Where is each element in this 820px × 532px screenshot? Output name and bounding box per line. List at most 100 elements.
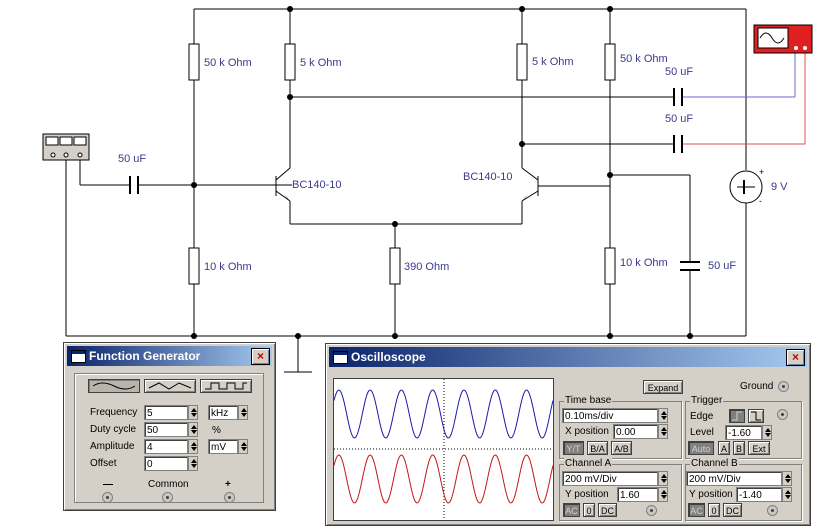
plus-terminal-label: + <box>225 479 231 490</box>
square-wave-button[interactable] <box>200 379 252 393</box>
function-generator-window: Function Generator × Frequency 5 kHz Dut… <box>63 342 276 511</box>
timebase-input[interactable]: 0.10ms/div <box>562 408 658 423</box>
falling-edge-icon <box>751 411 761 421</box>
duty-cycle-spinner[interactable] <box>188 422 198 437</box>
trigger-b-button[interactable]: B <box>733 441 745 455</box>
channel-a-terminal[interactable] <box>646 505 657 516</box>
trigger-level-input[interactable]: -1.60 <box>725 425 762 440</box>
trigger-terminal[interactable] <box>777 409 788 420</box>
r2-label: 5 k Ohm <box>300 57 342 69</box>
duty-cycle-unit: % <box>212 425 221 436</box>
amplitude-label: Amplitude <box>90 441 135 452</box>
sine-wave-button[interactable] <box>88 379 140 393</box>
svg-text:+: + <box>759 167 764 177</box>
expand-button[interactable]: Expand <box>643 380 683 394</box>
amplitude-unit-select[interactable]: mV <box>208 439 238 454</box>
c-e-label: 50 uF <box>708 260 737 272</box>
channel-a-trace <box>333 389 554 439</box>
scope-screen <box>333 378 554 521</box>
channel-a-scale-spinner[interactable] <box>658 471 668 486</box>
c-in-label: 50 uF <box>118 153 147 165</box>
frequency-unit-spinner[interactable] <box>238 405 248 420</box>
ground-terminal[interactable] <box>778 381 789 392</box>
x-position-input[interactable]: 0.00 <box>613 424 658 439</box>
q1-label: BC140-10 <box>292 179 342 191</box>
channel-b-scale-spinner[interactable] <box>782 471 792 486</box>
falling-edge-button[interactable] <box>748 409 764 423</box>
channel-a-ypos-spinner[interactable] <box>658 487 668 502</box>
duty-cycle-label: Duty cycle <box>90 424 137 435</box>
oscilloscope-window: Oscilloscope × Expand Ground Time base 0… <box>325 343 811 526</box>
amplitude-input[interactable]: 4 <box>144 439 188 454</box>
channel-a-ypos-label: Y position <box>565 489 609 500</box>
frequency-label: Frequency <box>90 407 138 418</box>
c-out-b-label: 50 uF <box>665 113 694 125</box>
close-button[interactable]: × <box>786 349 805 366</box>
frequency-unit-select[interactable]: kHz <box>208 405 238 420</box>
oscilloscope-titlebar[interactable]: Oscilloscope × <box>329 347 807 367</box>
rising-edge-button[interactable] <box>729 409 745 423</box>
yt-mode-button[interactable]: Y/T <box>563 441 584 455</box>
frequency-spinner[interactable] <box>188 405 198 420</box>
timebase-spinner[interactable] <box>658 408 668 423</box>
c-out-a-label: 50 uF <box>665 66 694 78</box>
channel-b-ypos-spinner[interactable] <box>782 487 792 502</box>
channel-b-section: Channel B <box>685 458 802 521</box>
channel-a-scale-input[interactable]: 200 mV/Div <box>562 471 658 486</box>
ground-label: Ground <box>740 381 774 392</box>
trigger-level-spinner[interactable] <box>762 425 772 440</box>
sine-icon <box>92 382 136 390</box>
r3-label: 5 k Ohm <box>532 56 574 68</box>
trigger-a-button[interactable]: A <box>718 441 730 455</box>
duty-cycle-input[interactable]: 50 <box>144 422 188 437</box>
triangle-icon <box>148 382 192 390</box>
triangle-wave-button[interactable] <box>144 379 196 393</box>
vsource-label: 9 V <box>771 181 788 193</box>
trigger-section: Trigger <box>685 395 802 459</box>
channel-a-zero-button[interactable]: 0 <box>583 503 595 517</box>
auto-trigger-button[interactable]: Auto <box>688 441 714 455</box>
r7-label: 10 k Ohm <box>620 257 668 269</box>
channel-a-dc-button[interactable]: DC <box>598 503 617 517</box>
channel-b-ypos-label: Y position <box>689 489 733 500</box>
ab-mode-button[interactable]: A/B <box>611 441 632 455</box>
frequency-input[interactable]: 5 <box>144 405 188 420</box>
channel-b-ac-button[interactable]: AC <box>688 503 705 517</box>
common-terminal[interactable] <box>162 492 173 503</box>
amplitude-unit-spinner[interactable] <box>238 439 248 454</box>
q2-label: BC140-10 <box>463 171 513 183</box>
r5-label: 10 k Ohm <box>204 261 252 273</box>
x-position-spinner[interactable] <box>658 424 668 439</box>
channel-a-title: Channel A <box>564 458 613 469</box>
trigger-ext-button[interactable]: Ext <box>748 441 770 455</box>
channel-a-ac-button[interactable]: AC <box>563 503 580 517</box>
channel-b-terminal[interactable] <box>767 505 778 516</box>
close-button[interactable]: × <box>251 348 270 365</box>
offset-spinner[interactable] <box>188 456 198 471</box>
minus-terminal-label: — <box>103 479 113 490</box>
plus-terminal[interactable] <box>224 492 235 503</box>
timebase-title: Time base <box>564 395 613 406</box>
offset-input[interactable]: 0 <box>144 456 188 471</box>
svg-text:-: - <box>759 196 762 206</box>
channel-b-ypos-input[interactable]: -1.40 <box>736 487 782 502</box>
edge-label: Edge <box>690 411 714 422</box>
amplitude-spinner[interactable] <box>188 439 198 454</box>
minus-terminal[interactable] <box>102 492 113 503</box>
square-icon <box>205 382 247 390</box>
trigger-title: Trigger <box>690 395 724 406</box>
channel-a-ypos-input[interactable]: 1.60 <box>617 487 658 502</box>
rising-edge-icon <box>732 411 742 421</box>
channel-b-zero-button[interactable]: 0 <box>708 503 720 517</box>
function-generator-titlebar[interactable]: Function Generator × <box>67 346 272 366</box>
channel-b-trace <box>333 454 554 504</box>
function-generator-title: Function Generator <box>89 349 201 363</box>
channel-b-scale-input[interactable]: 200 mV/Div <box>686 471 782 486</box>
window-icon <box>71 350 86 363</box>
channel-b-dc-button[interactable]: DC <box>723 503 742 517</box>
channel-b-title: Channel B <box>690 458 739 469</box>
ba-mode-button[interactable]: B/A <box>587 441 608 455</box>
window-icon <box>333 351 348 364</box>
r6-label: 390 Ohm <box>404 261 450 273</box>
